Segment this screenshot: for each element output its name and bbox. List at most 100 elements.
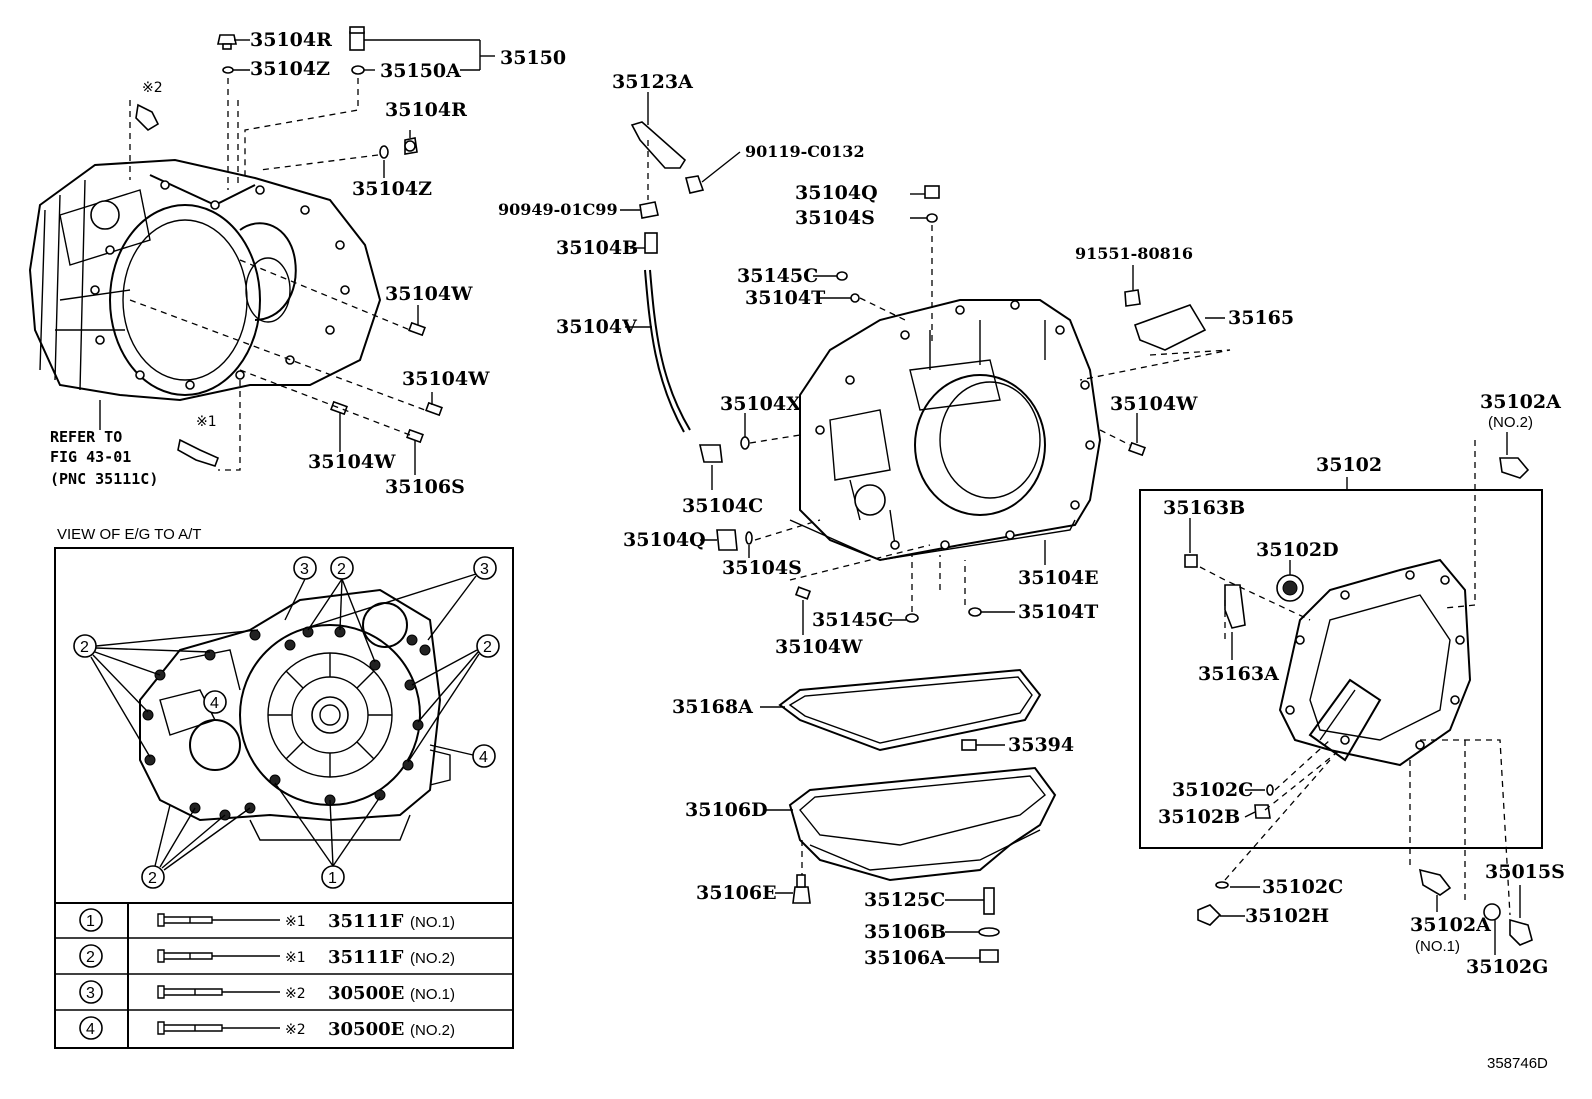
center-part-labels: 35123A 90119-C0132 90949-01C99 35104B 35…: [498, 71, 1294, 969]
left-leader-lines: [99, 39, 495, 475]
extension-housing-box: [1139, 489, 1543, 849]
part-label: 35104R: [385, 99, 467, 121]
legend-row-sub: (NO.1): [410, 914, 455, 931]
transaxle-housing-illustration: [28, 158, 382, 402]
part-label: 35106S: [385, 476, 465, 498]
part-label: 35168A: [672, 696, 753, 718]
legend-row-part: 35111F: [328, 947, 404, 968]
part-label: 35104S: [795, 207, 875, 229]
part-label: 35102B: [1158, 806, 1240, 828]
part-label: 35106D: [685, 799, 768, 821]
callout-2: 2: [337, 561, 346, 578]
legend-row-mark: ※1: [285, 914, 306, 930]
left-part-labels: 35104R 35104Z 35150 35150A ※2 35104R 351…: [50, 29, 566, 498]
right-small-parts: [1184, 457, 1533, 946]
legend-row: 2 ※1 35111F (NO.2): [79, 944, 455, 968]
part-label: 35104X: [720, 393, 801, 415]
part-label: 35106B: [864, 921, 946, 943]
refer-note-line3: (PNC 35111C): [50, 470, 158, 488]
legend-row-part: 30500E: [328, 983, 404, 1004]
bolt-legend-table: 1 ※1 35111F (NO.1) 2 ※1 35111F (NO.2) 3 …: [55, 902, 513, 1048]
part-label: 90949-01C99: [498, 200, 618, 219]
callout-3: 3: [480, 561, 489, 578]
housing-bolt-holes: [90, 180, 350, 390]
center-small-parts: [630, 121, 1207, 963]
part-label: 35106E: [696, 882, 777, 904]
center-leader-lines: [620, 92, 1231, 959]
part-label-sub: (NO.2): [1488, 414, 1533, 431]
part-label: 35104T: [1018, 601, 1098, 623]
part-label: 35104R: [250, 29, 332, 51]
view-callouts: 3 2 3 2 2 4 4 2 1: [73, 556, 500, 889]
part-label: 91551-80816: [1075, 244, 1193, 263]
part-label: 35102: [1316, 454, 1382, 476]
part-label: 35104Z: [352, 178, 432, 200]
part-label: 35394: [1008, 734, 1074, 756]
part-label: 35123A: [612, 71, 693, 93]
part-label: 35104V: [556, 316, 638, 338]
part-label: 35104Z: [250, 58, 330, 80]
part-label: 35150A: [380, 60, 461, 82]
refer-note-line1: REFER TO: [50, 428, 122, 446]
part-label: 35104W: [402, 368, 490, 390]
part-label: 35102C: [1262, 876, 1343, 898]
part-label: 35015S: [1485, 861, 1565, 883]
part-label: 35163A: [1198, 663, 1279, 685]
part-label: 35104T: [745, 287, 825, 309]
part-label: 35104B: [556, 237, 638, 259]
part-label: 35104W: [1110, 393, 1198, 415]
legend-row-part: 30500E: [328, 1019, 404, 1040]
callout-2: 2: [80, 639, 89, 656]
extension-bolt-holes: [1285, 570, 1465, 750]
part-label: 35106A: [864, 947, 945, 969]
part-label: 35104C: [682, 495, 763, 517]
part-label: 35102G: [1466, 956, 1548, 978]
part-label: 35104E: [1018, 567, 1099, 589]
view-title: VIEW OF E/G TO A/T: [57, 526, 201, 543]
part-label: 35104Q: [795, 182, 878, 204]
part-label: 35102A: [1480, 391, 1561, 413]
part-label: 35102D: [1256, 539, 1339, 561]
part-label: 35102H: [1245, 905, 1329, 927]
extension-housing-illustration: [1278, 558, 1472, 767]
note-mark: ※1: [196, 414, 217, 430]
part-label: 35102A: [1410, 914, 1491, 936]
case-bolt-holes: [815, 300, 1095, 550]
part-label: 35150: [500, 47, 566, 69]
legend-row-sub: (NO.1): [410, 986, 455, 1003]
part-label: 90119-C0132: [745, 142, 865, 161]
view-bolt-positions: [142, 626, 431, 821]
callout-3: 3: [300, 561, 309, 578]
part-label: 35104W: [308, 451, 396, 473]
legend-row-part: 35111F: [328, 911, 404, 932]
legend-row-num: 1: [86, 913, 95, 930]
legend-row-num: 4: [86, 1021, 95, 1038]
legend-row-num: 3: [86, 985, 95, 1002]
legend-row-num: 2: [86, 949, 95, 966]
oil-pan-gasket-illustration: [778, 668, 1042, 752]
part-label: 35145C: [737, 265, 818, 287]
part-label: 35104Q: [623, 529, 706, 551]
part-label: 35145C: [812, 609, 893, 631]
left-small-parts: [135, 26, 443, 467]
part-label: 35125C: [864, 889, 945, 911]
legend-row-sub: (NO.2): [410, 950, 455, 967]
callout-1: 1: [328, 870, 337, 887]
view-panel: [54, 547, 514, 1049]
transmission-case-illustration: [789, 299, 1102, 562]
diagram-id: 358746D: [1487, 1055, 1548, 1072]
part-label-sub: (NO.1): [1415, 938, 1460, 955]
callout-4: 4: [479, 749, 488, 766]
right-leader-lines: [1189, 432, 1521, 955]
view-illustration: [139, 588, 451, 841]
callout-4: 4: [210, 695, 219, 712]
note-mark: ※2: [142, 80, 163, 96]
legend-row-mark: ※2: [285, 1022, 306, 1038]
part-label: 35104S: [722, 557, 802, 579]
part-label: 35163B: [1163, 497, 1245, 519]
part-label: 35104W: [775, 636, 863, 658]
legend-row: 3 ※2 30500E (NO.1): [79, 980, 455, 1004]
callout-2: 2: [483, 639, 492, 656]
legend-row-mark: ※2: [285, 986, 306, 1002]
part-label: 35102C: [1172, 779, 1253, 801]
